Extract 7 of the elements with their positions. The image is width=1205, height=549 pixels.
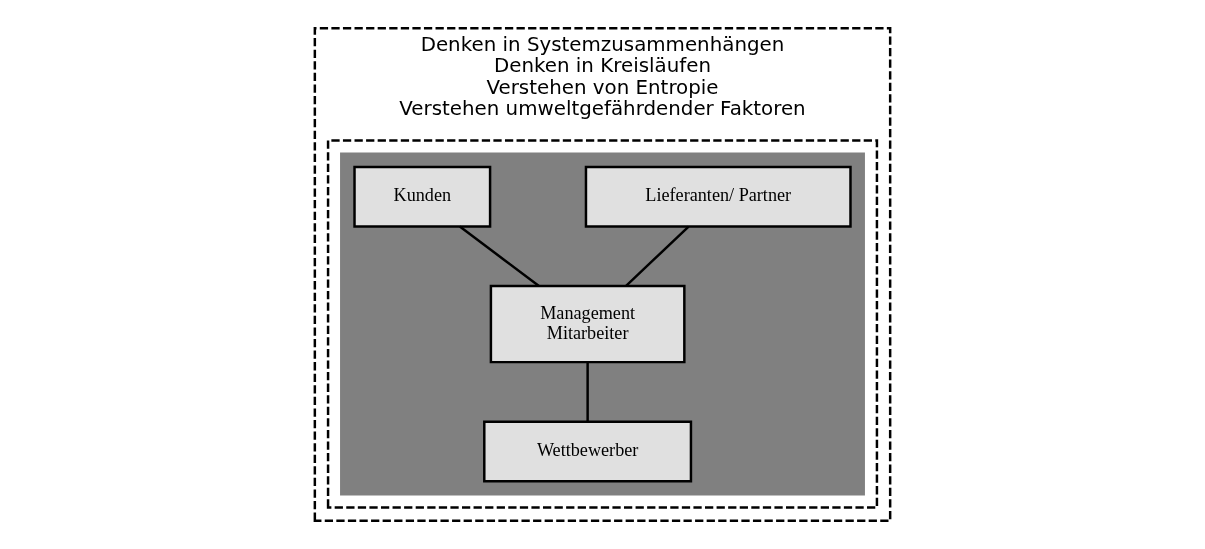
connector [625, 225, 690, 287]
node-box: Lieferanten/ Partner [584, 165, 852, 228]
node-box: Wettbewerber [483, 420, 693, 483]
connector [459, 225, 540, 287]
node-box: Kunden [353, 165, 492, 228]
connector [586, 362, 589, 422]
node-box: Management Mitarbeiter [489, 284, 686, 364]
